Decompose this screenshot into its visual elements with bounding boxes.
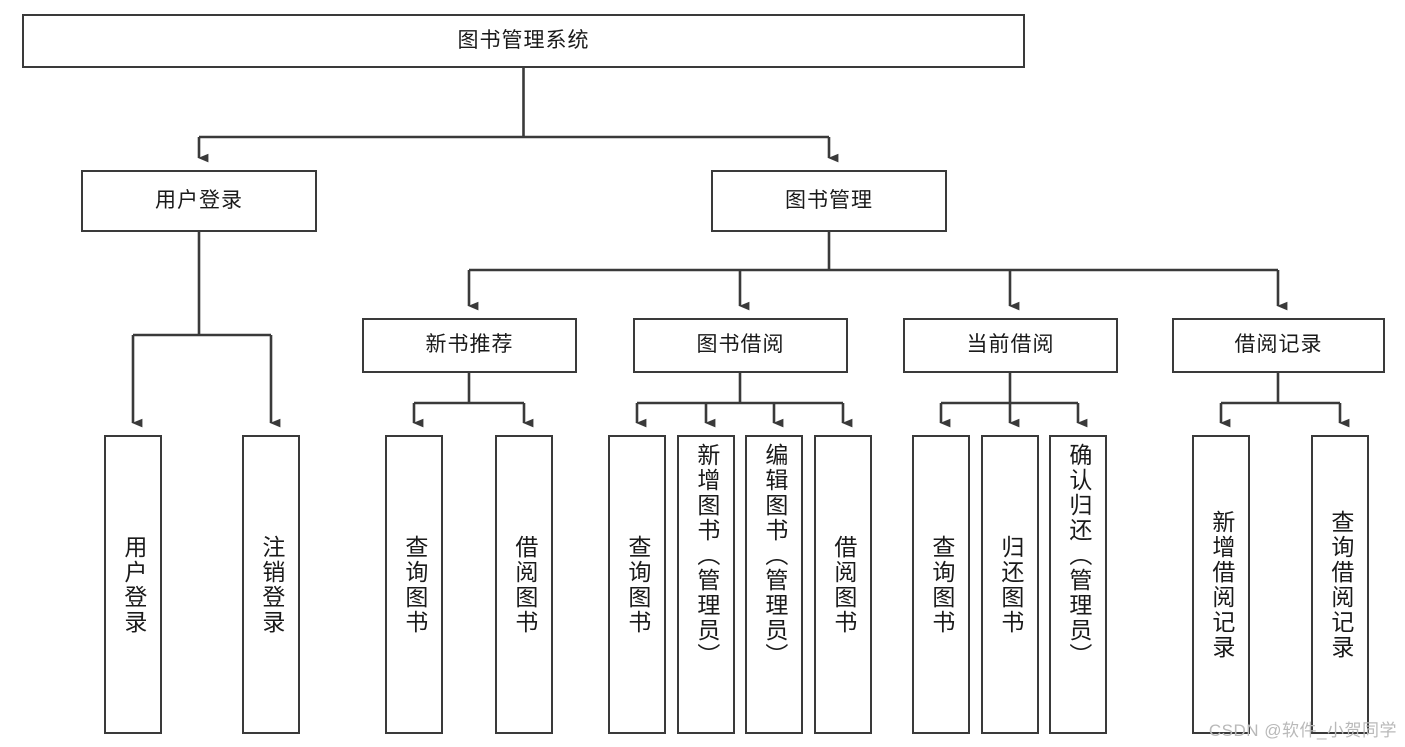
leaf-return-book[interactable]: 归还图书 bbox=[981, 435, 1039, 734]
leaf-label: 查询图书 bbox=[401, 534, 428, 635]
node-user-login[interactable]: 用户登录 bbox=[81, 170, 317, 232]
node-label: 当前借阅 bbox=[966, 333, 1055, 357]
leaf-add-book-admin[interactable]: 新增图书（管理员） bbox=[677, 435, 735, 734]
node-book-management[interactable]: 图书管理 bbox=[711, 170, 947, 232]
node-label: 借阅记录 bbox=[1234, 333, 1323, 357]
leaf-label: 编辑图书（管理员） bbox=[761, 443, 788, 668]
leaf-label: 新增借阅记录 bbox=[1208, 509, 1235, 660]
leaf-label: 借阅图书 bbox=[830, 534, 857, 635]
leaf-label: 用户登录 bbox=[120, 534, 147, 635]
leaf-label: 查询借阅记录 bbox=[1327, 509, 1354, 660]
leaf-label: 新增图书（管理员） bbox=[693, 443, 720, 668]
leaf-query-book-new[interactable]: 查询图书 bbox=[385, 435, 443, 734]
leaf-label: 查询图书 bbox=[928, 534, 955, 635]
leaf-confirm-return-admin[interactable]: 确认归还（管理员） bbox=[1049, 435, 1107, 734]
node-current-borrow[interactable]: 当前借阅 bbox=[903, 318, 1118, 373]
leaf-label: 查询图书 bbox=[624, 534, 651, 635]
node-new-book-recommendation[interactable]: 新书推荐 bbox=[362, 318, 577, 373]
node-label: 图书管理 bbox=[785, 188, 873, 212]
leaf-user-login[interactable]: 用户登录 bbox=[104, 435, 162, 734]
leaf-query-book-current[interactable]: 查询图书 bbox=[912, 435, 970, 734]
node-borrow-record[interactable]: 借阅记录 bbox=[1172, 318, 1385, 373]
node-label: 图书借阅 bbox=[696, 333, 785, 357]
leaf-logout[interactable]: 注销登录 bbox=[242, 435, 300, 734]
node-label: 图书管理系统 bbox=[457, 28, 590, 52]
leaf-label: 确认归还（管理员） bbox=[1065, 443, 1092, 668]
leaf-query-book-borrow[interactable]: 查询图书 bbox=[608, 435, 666, 734]
leaf-label: 注销登录 bbox=[258, 534, 285, 635]
leaf-borrow-book[interactable]: 借阅图书 bbox=[814, 435, 872, 734]
leaf-add-borrow-record[interactable]: 新增借阅记录 bbox=[1192, 435, 1250, 734]
leaf-borrow-book-new[interactable]: 借阅图书 bbox=[495, 435, 553, 734]
leaf-label: 归还图书 bbox=[997, 534, 1024, 635]
node-book-borrow[interactable]: 图书借阅 bbox=[633, 318, 848, 373]
node-label: 新书推荐 bbox=[425, 333, 514, 357]
node-root-book-management-system[interactable]: 图书管理系统 bbox=[22, 14, 1025, 68]
watermark-text: CSDN @软件_小贺同学 bbox=[1208, 721, 1397, 740]
leaf-query-borrow-record[interactable]: 查询借阅记录 bbox=[1311, 435, 1369, 734]
leaf-edit-book-admin[interactable]: 编辑图书（管理员） bbox=[745, 435, 803, 734]
node-label: 用户登录 bbox=[155, 188, 243, 212]
leaf-label: 借阅图书 bbox=[511, 534, 538, 635]
